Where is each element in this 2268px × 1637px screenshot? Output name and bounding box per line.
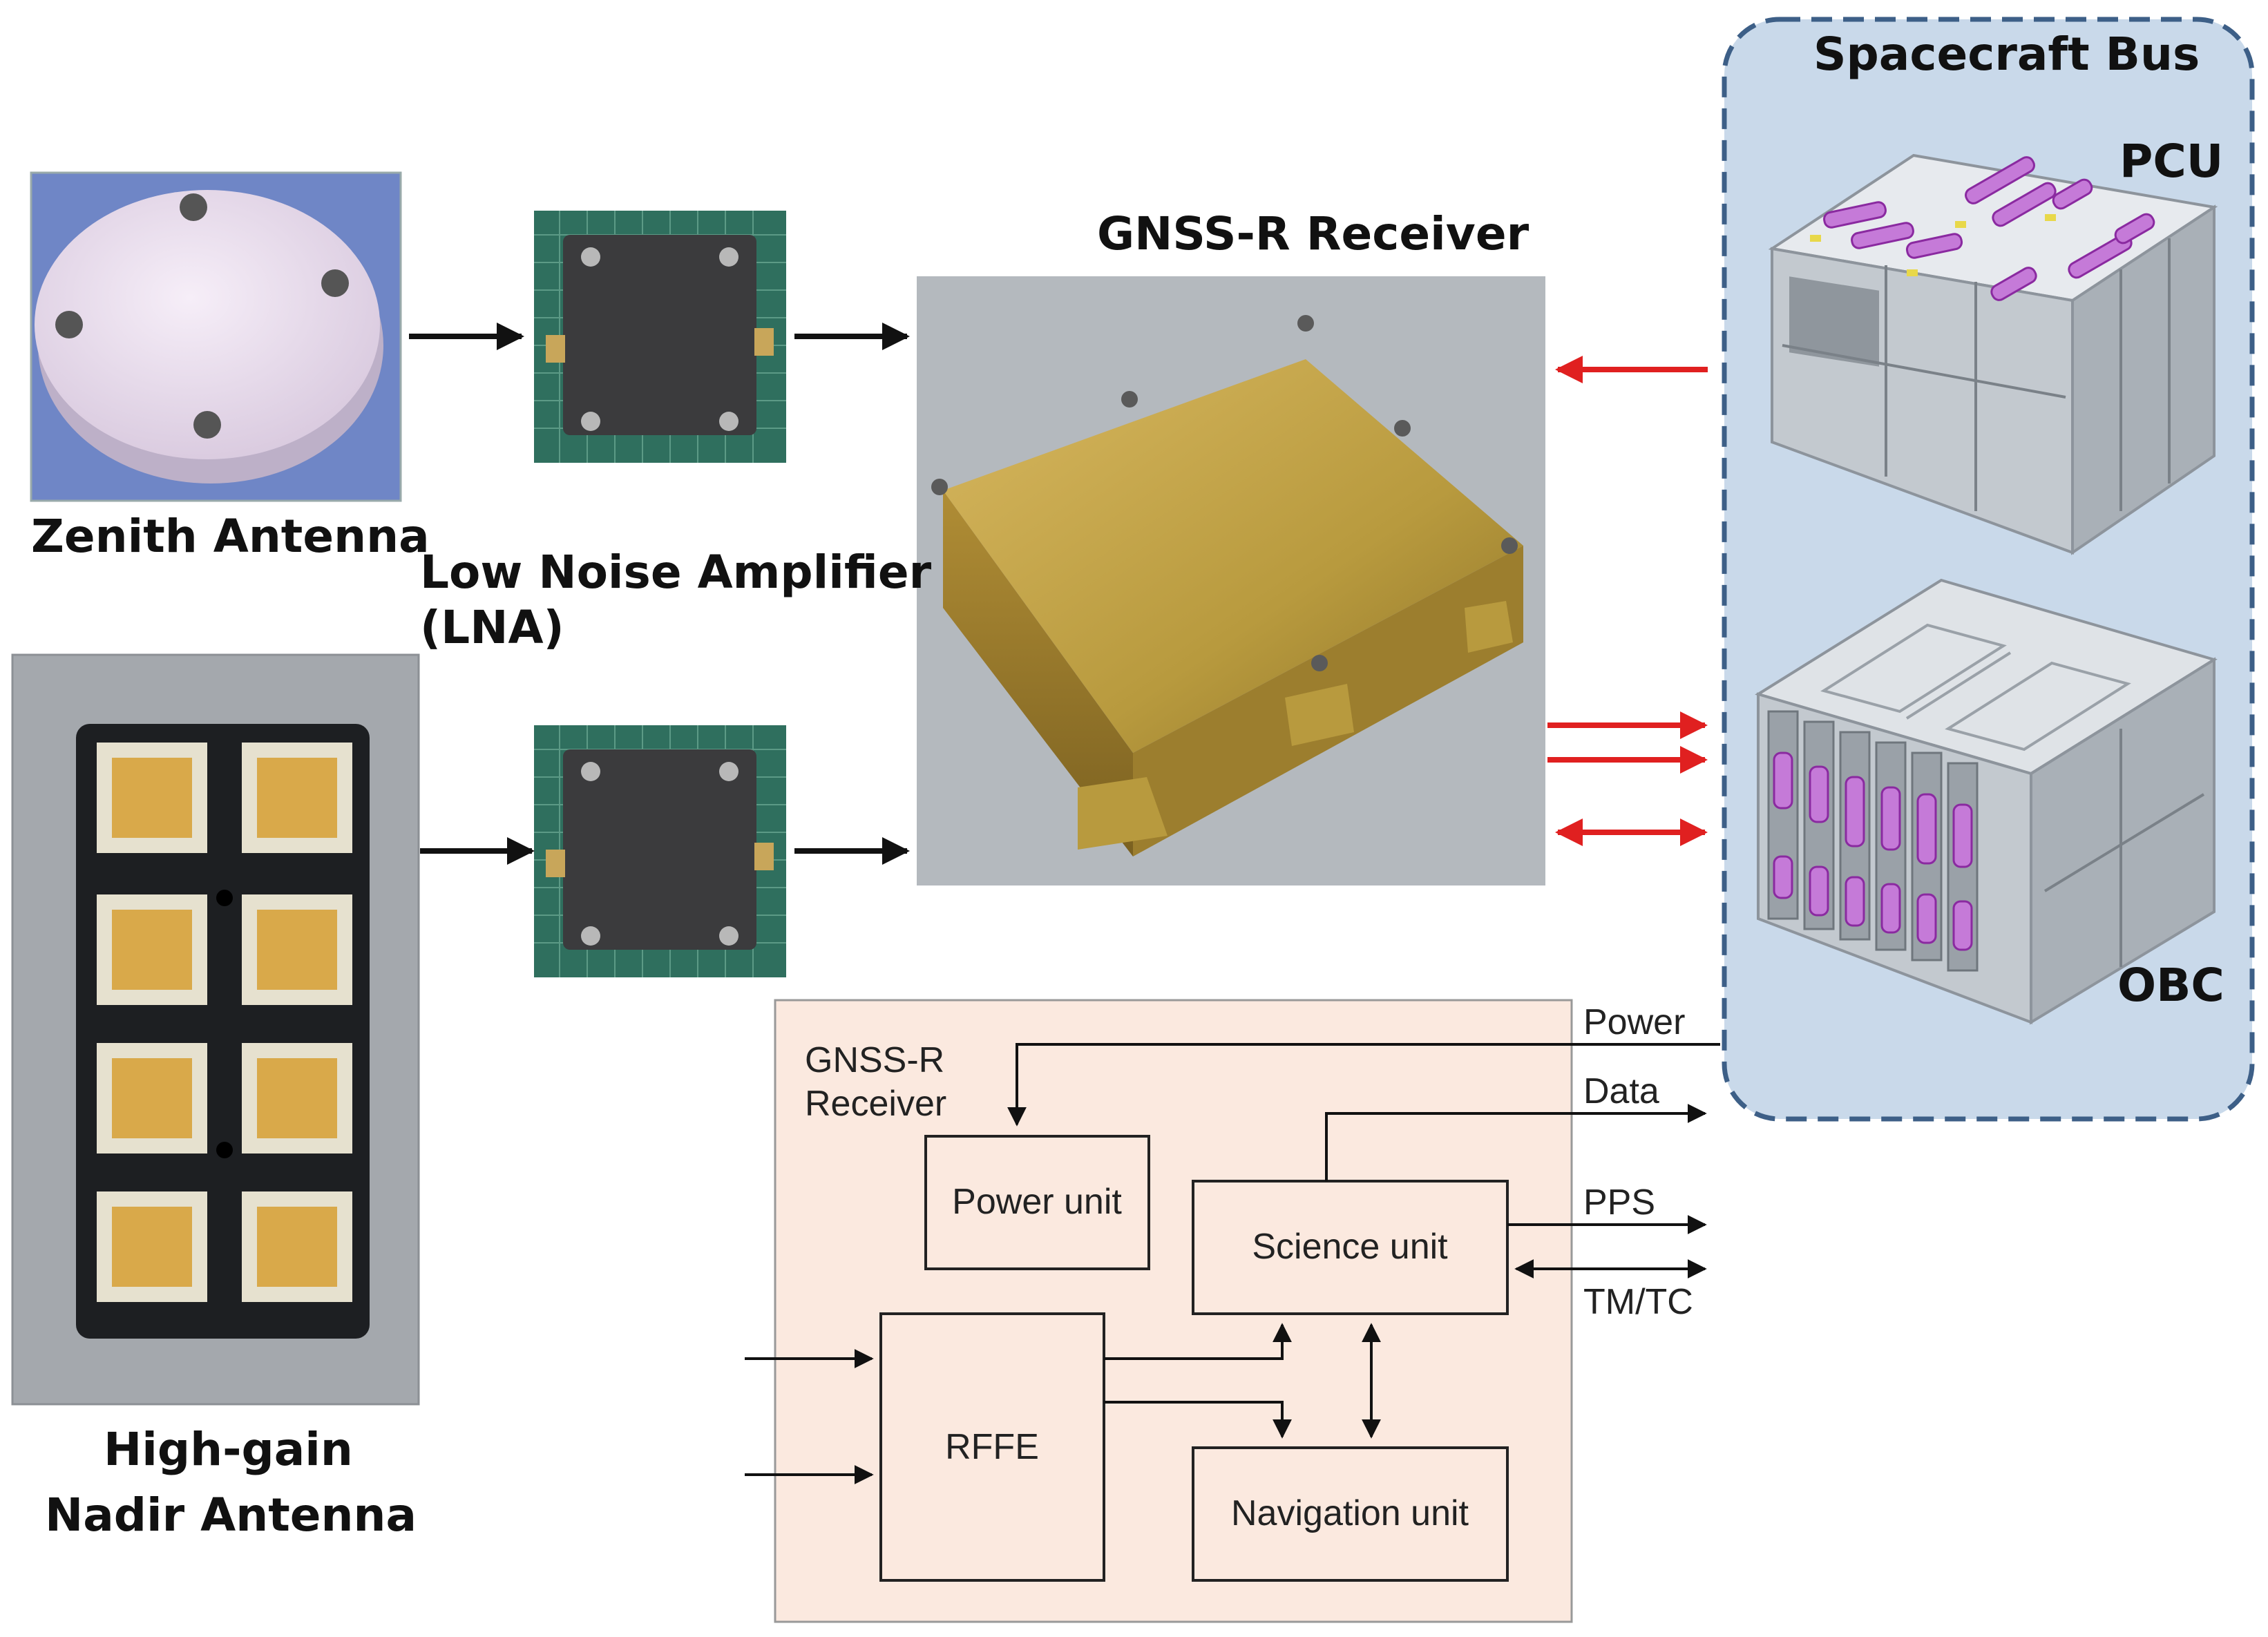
lna-label-line2: (LNA) [420,601,564,654]
receiver-image [917,276,1545,885]
rffe-box [879,1312,1105,1582]
navigation-unit-box [1192,1446,1509,1582]
block-connections [745,1043,1720,1484]
pcu-unit-image [1768,153,2218,555]
signal-data-label: Data [1583,1071,1659,1111]
rffe-label: RFFE [945,1427,1039,1467]
block-title-line2: Receiver [805,1084,946,1124]
signal-pps-label: PPS [1583,1183,1655,1223]
signal-arrows [409,323,910,865]
receiver-label: GNSS-R Receiver [1097,207,1530,260]
power-unit-box [924,1135,1150,1270]
science-unit-label: Science unit [1252,1227,1448,1267]
power-unit-label: Power unit [952,1182,1122,1222]
block-title-line1: GNSS-R [805,1040,944,1080]
pcu-label: PCU [2119,135,2224,188]
nadir-antenna-label-line2: Nadir Antenna [45,1488,417,1542]
navigation-unit-label: Navigation unit [1231,1493,1469,1533]
bus-interface-arrows [1547,356,1708,846]
obc-label: OBC [2117,959,2224,1012]
obc-unit-image [1755,578,2218,1025]
lna-bottom-image [534,725,786,977]
zenith-antenna-label: Zenith Antenna [31,510,430,563]
lna-top-image [534,211,786,463]
zenith-antenna-image [30,171,402,502]
nadir-antenna-image [11,653,420,1406]
spacecraft-bus-label: Spacecraft Bus [1813,28,2200,81]
signal-power-label: Power [1583,1002,1685,1042]
lna-label-line1: Low Noise Amplifier [420,546,932,599]
nadir-antenna-label-line1: High-gain [104,1423,353,1476]
science-unit-box [1192,1180,1509,1315]
signal-tmtc-label: TM/TC [1583,1282,1693,1322]
